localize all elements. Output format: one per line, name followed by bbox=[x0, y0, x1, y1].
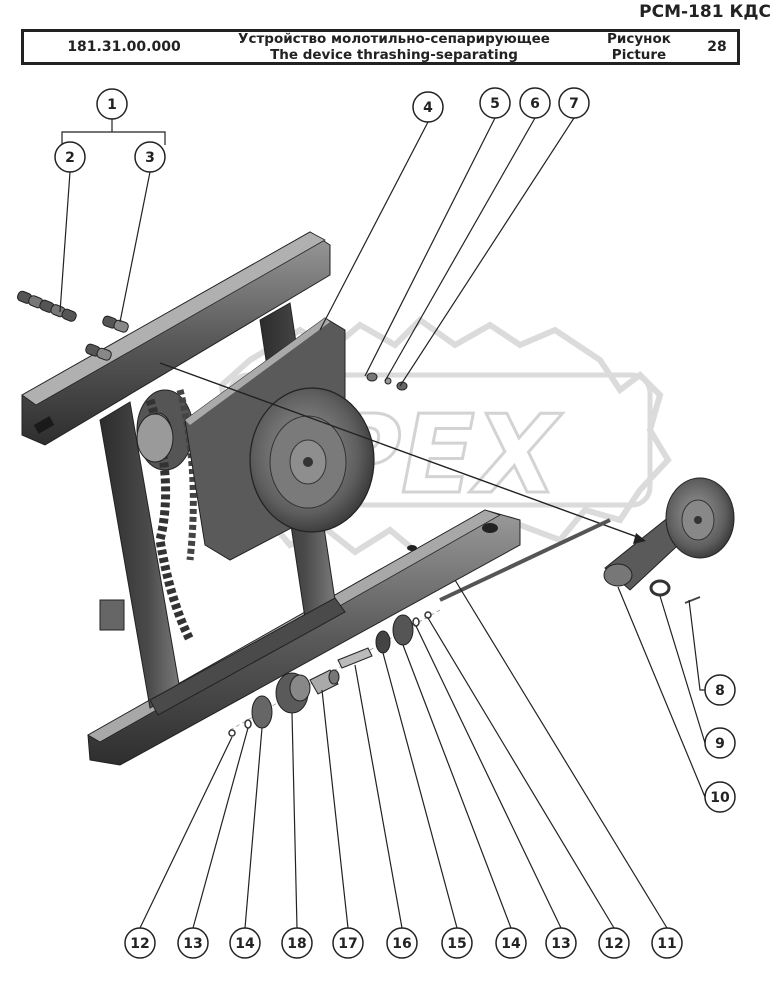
svg-text:2: 2 bbox=[65, 150, 75, 166]
spring-16 bbox=[337, 647, 373, 669]
frame-upper-beam bbox=[21, 231, 331, 446]
svg-text:11: 11 bbox=[657, 936, 676, 952]
callout-8: 8 bbox=[704, 674, 736, 706]
callout-16: 16 bbox=[386, 927, 418, 959]
svg-text:16: 16 bbox=[392, 936, 411, 952]
washer-14-left bbox=[251, 695, 273, 729]
assembly-name: Устройство молотильно-сепарирующее The d… bbox=[224, 31, 564, 63]
callout-12-left: 12 bbox=[124, 927, 156, 959]
model-label: РСМ-181 КДС bbox=[639, 2, 771, 22]
svg-text:4: 4 bbox=[423, 100, 433, 116]
callout-9: 9 bbox=[704, 727, 736, 759]
assembly-axis-line bbox=[159, 362, 641, 539]
chain-segment-2 bbox=[16, 290, 77, 322]
callout-2: 2 bbox=[54, 141, 86, 173]
svg-text:14: 14 bbox=[501, 936, 521, 952]
picture-label: Рисунок Picture bbox=[584, 31, 694, 63]
assembly-name-ru: Устройство молотильно-сепарирующее bbox=[238, 31, 550, 47]
rod-11 bbox=[439, 518, 611, 602]
chain-link-3 bbox=[85, 315, 129, 361]
svg-text:10: 10 bbox=[710, 790, 730, 806]
svg-text:13: 13 bbox=[183, 936, 202, 952]
tensioner-assembly bbox=[603, 477, 735, 591]
callout-10: 10 bbox=[704, 781, 736, 813]
shaft-sprocket bbox=[136, 413, 174, 463]
sleeve-17 bbox=[309, 669, 340, 695]
callout-1: 1 bbox=[96, 88, 128, 120]
svg-text:15: 15 bbox=[447, 936, 466, 952]
svg-text:3: 3 bbox=[145, 150, 155, 166]
callout-4: 4 bbox=[412, 91, 444, 123]
callout-18: 18 bbox=[281, 927, 313, 959]
frame-pulley bbox=[249, 387, 375, 533]
pin-8 bbox=[684, 596, 701, 604]
callout-11: 11 bbox=[651, 927, 683, 959]
callout-13-right: 13 bbox=[545, 927, 577, 959]
title-block: 181.31.00.000 Устройство молотильно-сепа… bbox=[21, 29, 740, 65]
part-code: 181.31.00.000 bbox=[67, 39, 181, 55]
svg-text:9: 9 bbox=[715, 736, 725, 752]
bushing-18 bbox=[275, 672, 311, 714]
callout-12-right: 12 bbox=[598, 927, 630, 959]
svg-text:14: 14 bbox=[235, 936, 255, 952]
washer-15 bbox=[375, 630, 391, 654]
callout-17: 17 bbox=[332, 927, 364, 959]
bolt-set-5-7 bbox=[366, 372, 408, 391]
ring-13-right bbox=[412, 617, 420, 627]
right-leader-lines bbox=[617, 586, 706, 798]
svg-text:12: 12 bbox=[604, 936, 623, 952]
svg-text:12: 12 bbox=[130, 936, 149, 952]
bottom-leader-lines bbox=[139, 579, 668, 929]
svg-text:5: 5 bbox=[490, 96, 500, 112]
callout-14-left: 14 bbox=[229, 927, 261, 959]
callout-15: 15 bbox=[441, 927, 473, 959]
callout-6: 6 bbox=[519, 87, 551, 119]
ring-13-left bbox=[244, 719, 252, 729]
washer-9 bbox=[649, 579, 671, 597]
assembly-name-en: The device thrashing-separating bbox=[270, 47, 518, 63]
picture-label-ru: Рисунок bbox=[607, 31, 671, 47]
callout-5: 5 bbox=[479, 87, 511, 119]
callout-13-left: 13 bbox=[177, 927, 209, 959]
washer-14-right bbox=[392, 614, 414, 646]
svg-text:13: 13 bbox=[551, 936, 570, 952]
callout-3: 3 bbox=[134, 141, 166, 173]
picture-label-en: Picture bbox=[611, 47, 667, 63]
picture-number: 28 bbox=[707, 39, 727, 55]
callout-14-right: 14 bbox=[495, 927, 527, 959]
svg-text:17: 17 bbox=[338, 936, 357, 952]
svg-text:18: 18 bbox=[287, 936, 306, 952]
callout-7: 7 bbox=[558, 87, 590, 119]
svg-text:8: 8 bbox=[715, 683, 725, 699]
top-leader-lines bbox=[59, 117, 575, 387]
ring-12-left bbox=[228, 729, 236, 737]
svg-text:6: 6 bbox=[530, 96, 540, 112]
svg-text:1: 1 bbox=[107, 97, 117, 113]
svg-text:7: 7 bbox=[569, 96, 579, 112]
